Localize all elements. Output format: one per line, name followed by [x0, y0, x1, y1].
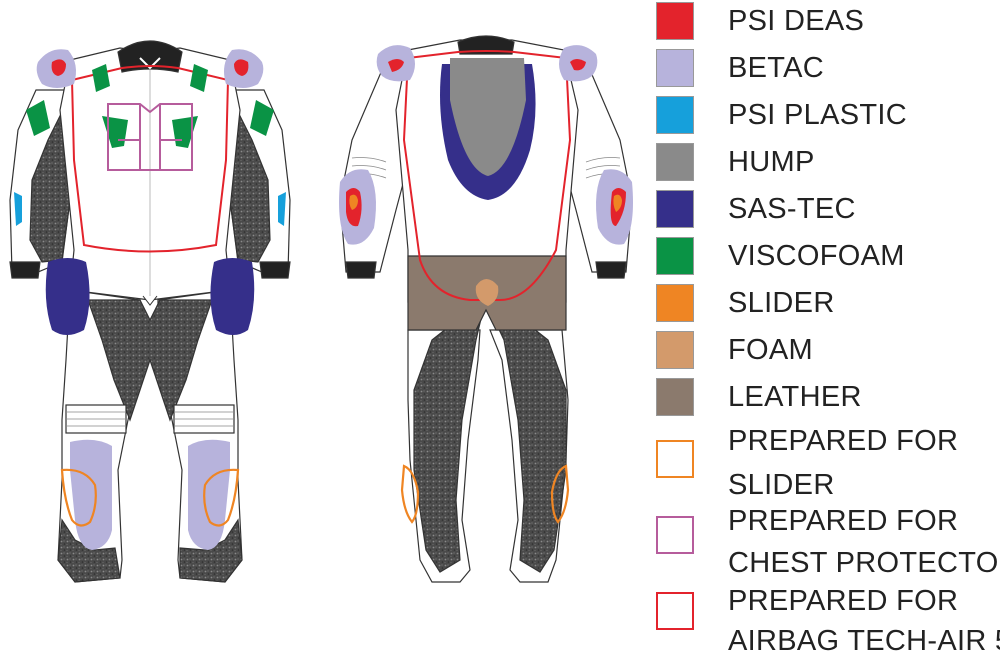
front-left-cuff [9, 261, 41, 279]
front-right-shoulder-psi-deas [234, 59, 249, 76]
legend-label-line1: PREPARED FOR [728, 505, 959, 537]
front-crotch-panel [87, 299, 213, 422]
front-viscofoam-arm-left [26, 100, 50, 136]
back-view [339, 35, 633, 583]
front-right-psi-plastic [278, 192, 286, 226]
front-left-psi-plastic [14, 192, 22, 226]
back-right-shoulder-psi-deas [570, 59, 586, 71]
legend-label-line2: AIRBAG TECH-AIR 5 [728, 625, 1000, 657]
back-left-shoulder-psi-deas [388, 59, 404, 72]
front-right-hip-sas-tec [210, 258, 255, 335]
legend-label-line2: SLIDER [728, 469, 835, 501]
front-airbag-outline [70, 65, 230, 253]
legend-label-line2: CHEST PROTECTOR [728, 547, 1000, 579]
leather-swatch-icon [656, 378, 694, 416]
sas-tec-swatch-icon [656, 190, 694, 228]
legend-label: FOAM [728, 334, 813, 366]
front-right-slider-outline [203, 468, 240, 527]
front-left-shin-panel [57, 518, 121, 583]
betac-swatch-icon [656, 49, 694, 87]
legend-label: PSI PLASTIC [728, 99, 907, 131]
back-right-leg-texture [486, 305, 567, 573]
back-hump [450, 58, 526, 176]
front-viscofoam-arm-right [250, 100, 274, 136]
back-left-leg-texture [413, 305, 485, 573]
suit-diagram [9, 35, 633, 583]
viscofoam-swatch-icon [656, 237, 694, 275]
back-left-slider-outline [400, 464, 420, 524]
front-chest-protector-outline [107, 103, 193, 171]
legend-label: VISCOFOAM [728, 240, 905, 272]
psi-deas-swatch-icon [656, 2, 694, 40]
front-right-cuff [259, 261, 291, 279]
front-view [9, 40, 291, 583]
legend-label-line1: PREPARED FOR [728, 585, 959, 617]
prepared-slider-swatch-icon [656, 440, 694, 478]
front-left-knee-betac [70, 439, 112, 550]
back-right-elbow-slider [613, 194, 622, 212]
front-collar [117, 40, 183, 73]
foam-swatch-icon [656, 331, 694, 369]
front-viscofoam-collar-left [92, 64, 110, 92]
front-left-shoulder-psi-deas [51, 59, 66, 76]
legend: PSI DEAS BETAC PSI PLASTIC HUMP SAS-TEC … [650, 0, 1000, 657]
front-left-hip-sas-tec [45, 258, 90, 335]
back-right-cuff [595, 261, 627, 279]
back-tailbone-foam [475, 279, 499, 306]
back-left-elbow-slider [349, 194, 358, 210]
legend-label: SLIDER [728, 287, 835, 319]
back-right-slider-outline [550, 464, 570, 524]
hump-swatch-icon [656, 143, 694, 181]
front-right-knee-betac [188, 439, 230, 550]
legend-label: SAS-TEC [728, 193, 856, 225]
legend-label: HUMP [728, 146, 815, 178]
prepared-chest-swatch-icon [656, 516, 694, 554]
prepared-airbag-swatch-icon [656, 592, 694, 630]
legend-label: LEATHER [728, 381, 862, 413]
psi-plastic-swatch-icon [656, 96, 694, 134]
front-viscofoam-collar-right [190, 64, 208, 92]
legend-label: PSI DEAS [728, 5, 865, 37]
slider-swatch-icon [656, 284, 694, 322]
legend-label: BETAC [728, 52, 825, 84]
back-airbag-outline [402, 50, 572, 301]
front-left-slider-outline [60, 468, 97, 527]
back-left-cuff [345, 261, 377, 279]
legend-label-line1: PREPARED FOR [728, 425, 959, 457]
